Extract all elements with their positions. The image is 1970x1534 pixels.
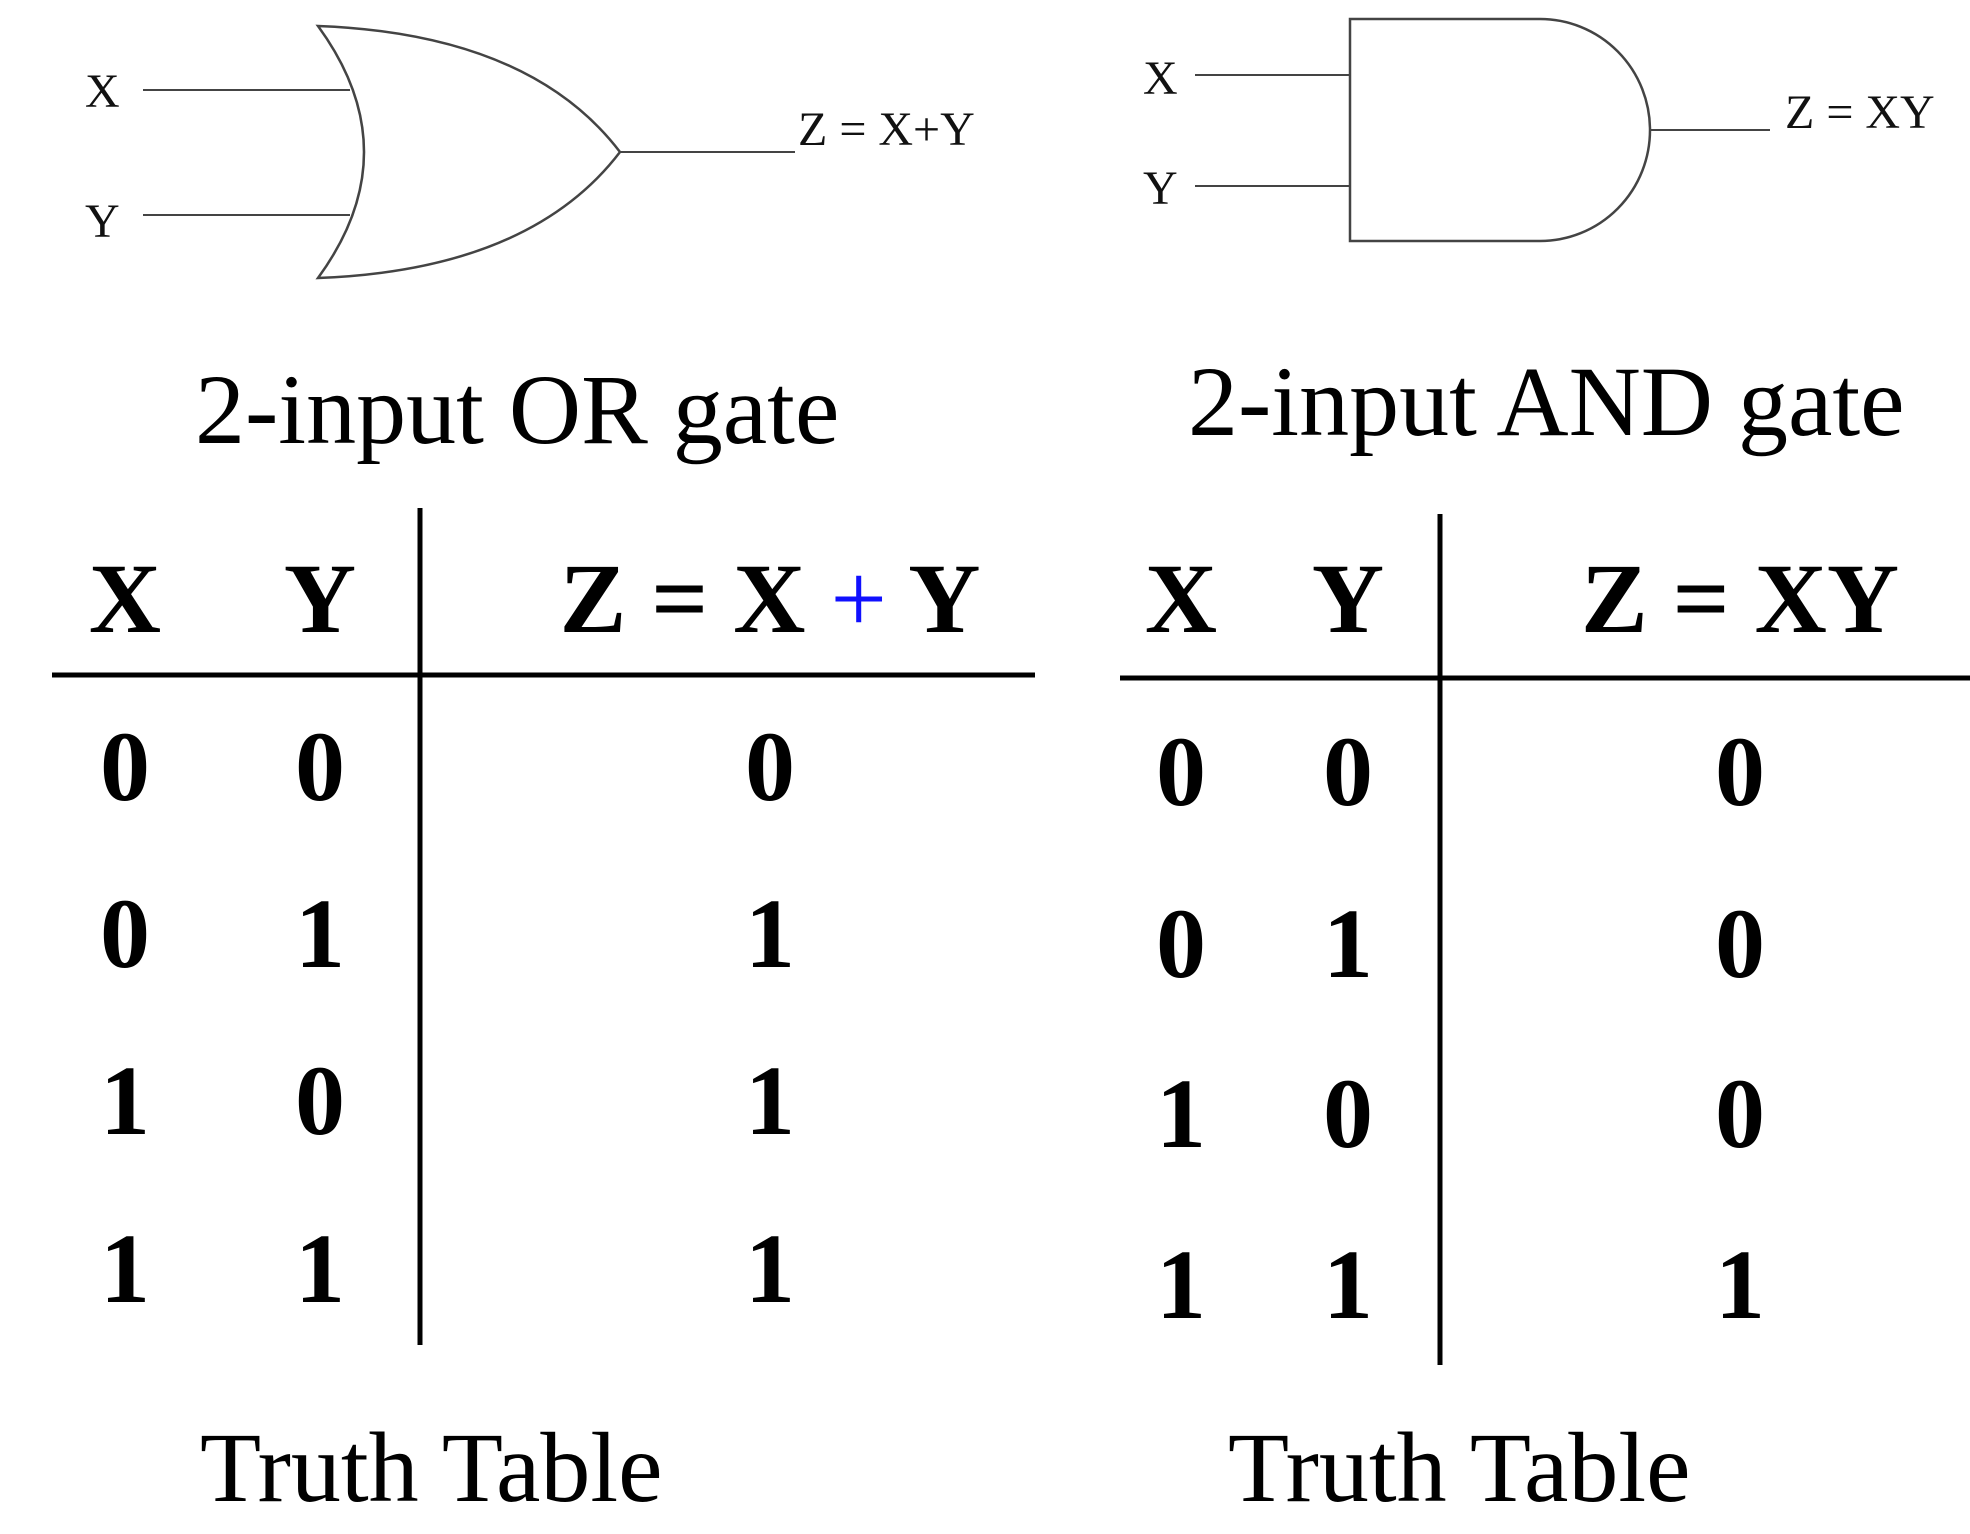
and-cell-r1-y: 0 (1323, 716, 1373, 827)
and-gate-diagram: X Y Z = XY (1143, 17, 1935, 243)
or-truth-table: X Y Z = X + Y 0 0 0 0 1 1 1 0 1 1 1 1 (52, 508, 1035, 1345)
table-row: 1 0 1 (100, 1045, 795, 1156)
table-row: 0 0 0 (100, 711, 795, 822)
and-gate-panel: X Y Z = XY 2-input AND gate X Y Z = XY 0… (1080, 0, 1970, 1534)
or-input-x-label: X (85, 65, 120, 118)
or-input-y-label: Y (85, 195, 120, 248)
and-table-header-z: Z = XY (1581, 543, 1899, 654)
or-header-operator: + (830, 543, 886, 654)
or-cell-r2-y: 1 (295, 878, 345, 989)
or-cell-r4-y: 1 (295, 1213, 345, 1324)
and-truth-table: X Y Z = XY 0 0 0 0 1 0 1 0 0 1 1 1 (1120, 514, 1970, 1365)
or-gate-caption: 2-input OR gate (195, 354, 840, 465)
or-gate-symbol (315, 24, 622, 280)
and-cell-r3-x: 1 (1156, 1058, 1206, 1169)
and-cell-r1-x: 0 (1156, 716, 1206, 827)
and-cell-r2-x: 0 (1156, 888, 1206, 999)
and-input-y-label: Y (1143, 162, 1178, 215)
and-cell-r4-z: 1 (1715, 1229, 1765, 1340)
and-cell-r2-z: 0 (1715, 888, 1765, 999)
and-cell-r2-y: 1 (1323, 888, 1373, 999)
and-cell-r4-x: 1 (1156, 1229, 1206, 1340)
table-row: 0 1 1 (100, 878, 795, 989)
table-row: 1 0 0 (1156, 1058, 1765, 1169)
or-cell-r1-y: 0 (295, 711, 345, 822)
and-table-header-y: Y (1312, 543, 1384, 654)
or-cell-r1-x: 0 (100, 711, 150, 822)
and-cell-r4-y: 1 (1323, 1229, 1373, 1340)
table-row: 0 0 0 (1156, 716, 1765, 827)
and-gate-caption: 2-input AND gate (1188, 346, 1905, 457)
and-cell-r3-z: 0 (1715, 1058, 1765, 1169)
or-cell-r2-x: 0 (100, 878, 150, 989)
or-table-header-x: X (89, 543, 161, 654)
and-table-header-x: X (1145, 543, 1217, 654)
and-cell-r1-z: 0 (1715, 716, 1765, 827)
or-gate-diagram: X Y Z = X+Y (85, 24, 975, 280)
or-cell-r4-z: 1 (745, 1213, 795, 1324)
or-header-rhs: Y (908, 543, 980, 654)
or-cell-r2-z: 1 (745, 878, 795, 989)
or-cell-r1-z: 0 (745, 711, 795, 822)
and-truth-table-caption: Truth Table (1228, 1412, 1691, 1523)
or-output-label: Z = X+Y (798, 103, 975, 156)
table-row: 1 1 1 (1156, 1229, 1765, 1340)
or-table-header-y: Y (284, 543, 356, 654)
or-cell-r3-y: 0 (295, 1045, 345, 1156)
table-row: 0 1 0 (1156, 888, 1765, 999)
or-cell-r4-x: 1 (100, 1213, 150, 1324)
or-header-lhs: Z = X (560, 543, 806, 654)
table-row: 1 1 1 (100, 1213, 795, 1324)
or-gate-panel: X Y Z = X+Y 2-input OR gate X Y Z = X + … (52, 24, 1035, 1523)
or-truth-table-caption: Truth Table (200, 1412, 663, 1523)
and-cell-r3-y: 0 (1323, 1058, 1373, 1169)
or-cell-r3-z: 1 (745, 1045, 795, 1156)
or-table-header-z: Z = X + Y (560, 543, 981, 654)
and-output-label: Z = XY (1785, 86, 1935, 139)
and-input-x-label: X (1143, 52, 1178, 105)
or-cell-r3-x: 1 (100, 1045, 150, 1156)
and-gate-symbol (1348, 17, 1652, 243)
